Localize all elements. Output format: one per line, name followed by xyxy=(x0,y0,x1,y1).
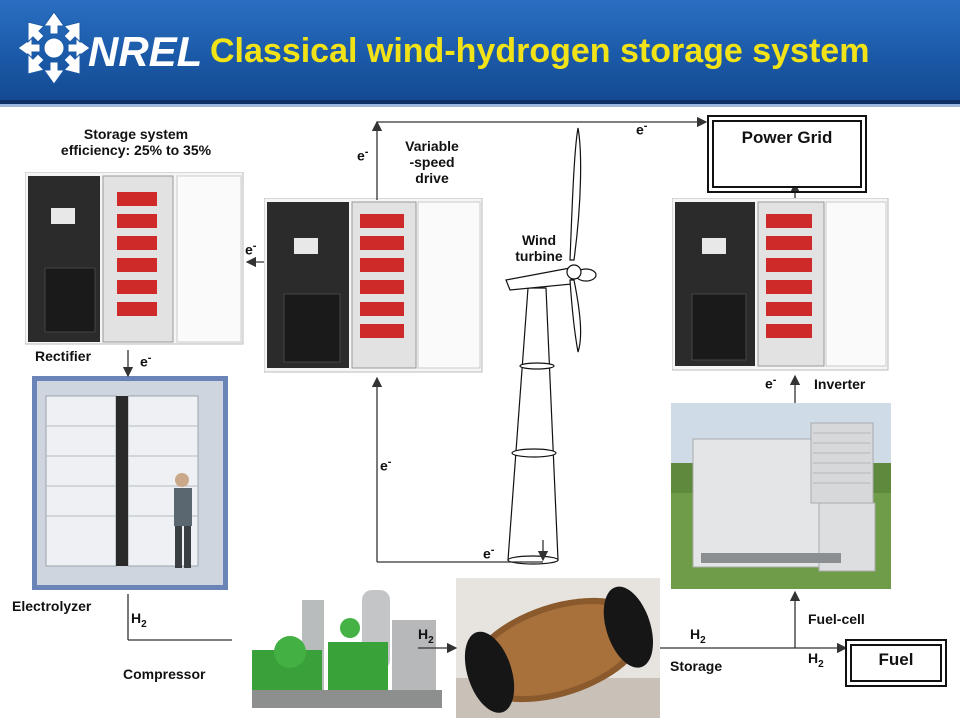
electron-label-drive-up: e- xyxy=(357,146,369,164)
compressor-image xyxy=(232,580,457,720)
hydrogen-label-fuel: H2 xyxy=(808,650,824,670)
power-grid-box-inner xyxy=(712,120,862,188)
electron-label-up: e- xyxy=(380,456,392,474)
electron-label-base: e- xyxy=(483,544,495,562)
power-grid-box-outer xyxy=(707,115,867,193)
fuel-label: Fuel xyxy=(878,650,914,669)
electrolyzer-label: Electrolyzer xyxy=(12,598,92,614)
storage-tank-image xyxy=(456,578,660,718)
fuel-cell-image xyxy=(671,403,891,589)
logo-text: NREL xyxy=(88,28,203,75)
nrel-logo-icon xyxy=(17,11,91,85)
header-divider-light xyxy=(0,104,960,107)
inverter-label: Inverter xyxy=(814,376,866,392)
slide-title: Classical wind-hydrogen storage system xyxy=(210,32,870,70)
fuel-box-outer xyxy=(845,639,947,687)
wind-turbine-label: Wind turbine xyxy=(515,232,563,264)
electron-label-grid: e- xyxy=(636,120,648,138)
hydrogen-label-electrolyzer: H2 xyxy=(131,610,147,630)
hydrogen-label-storage: H2 xyxy=(690,626,706,646)
compressor-label: Compressor xyxy=(123,666,206,682)
electron-label-electrolyzer: e- xyxy=(140,352,152,370)
electrolyzer-image xyxy=(32,376,228,590)
header-bar xyxy=(0,0,960,100)
hydrogen-label-compressor: H2 xyxy=(418,626,434,646)
variable-speed-drive-image xyxy=(264,198,483,373)
header-divider xyxy=(0,100,960,104)
fuel-box-inner xyxy=(850,644,942,682)
inverter-image xyxy=(672,198,889,371)
power-grid-label: Power Grid xyxy=(741,128,833,147)
electron-label-inverter: e- xyxy=(765,374,777,392)
fuel-cell-label: Fuel-cell xyxy=(808,611,865,627)
rectifier-label: Rectifier xyxy=(35,348,92,364)
storage-label: Storage xyxy=(670,658,723,674)
electron-label-rectifier: e- xyxy=(245,240,257,258)
rectifier-image xyxy=(25,172,244,345)
variable-speed-drive-label: Variable -speed drive xyxy=(405,138,459,186)
efficiency-label: Storage system efficiency: 25% to 35% xyxy=(60,126,212,158)
